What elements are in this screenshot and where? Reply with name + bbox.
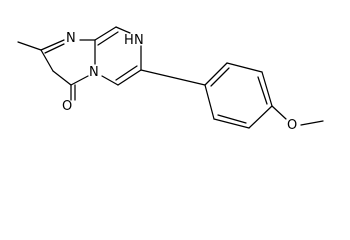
atom-labels: N N H N O O xyxy=(62,31,297,133)
bond-c6-c5-double-b xyxy=(115,65,138,81)
bond-ar1-ar2 xyxy=(204,62,228,86)
bond-c6-c5-double-a xyxy=(117,69,142,86)
atom-o-methoxy: O xyxy=(287,118,297,133)
bond-ar3-ar4-inner xyxy=(257,76,268,105)
bond-c8-nh xyxy=(115,26,131,34)
bond-ar6-ar1 xyxy=(204,84,215,120)
molecule-canvas: N N H N O O xyxy=(17,26,324,133)
bond-n4-c3 xyxy=(70,75,89,86)
bond-c6-aryl xyxy=(140,69,206,86)
bond-ar2-ar3 xyxy=(226,62,263,73)
atom-n-bridgehead: N xyxy=(89,65,99,80)
bond-c2-methyl xyxy=(17,41,42,51)
atom-n-nh: N xyxy=(134,33,144,48)
bond-c2-n-double-b xyxy=(44,43,65,54)
bond-c8a-c8-double-a xyxy=(94,26,117,41)
bond-ar1-ar2-inner xyxy=(210,67,230,87)
bond-c2-c1 xyxy=(40,49,54,72)
bond-ar4-ar5 xyxy=(248,105,273,129)
bonds xyxy=(17,26,324,129)
molecule-structure: N N H N O O xyxy=(17,26,324,133)
bond-ar5-ar6 xyxy=(213,118,250,129)
bond-ar5-ar6-inner xyxy=(217,114,247,124)
atom-o-carbonyl: O xyxy=(62,99,72,114)
bond-ar4-o xyxy=(271,105,287,120)
bond-c3-c2 xyxy=(52,70,72,86)
bond-o-methyl xyxy=(300,120,324,126)
bond-c5-n4 xyxy=(101,75,119,86)
atom-h-nh: H xyxy=(124,33,134,48)
atom-n-imidazole: N xyxy=(66,31,76,46)
bond-ar3-ar4 xyxy=(261,71,273,107)
bond-c2-n-double-a xyxy=(40,39,65,51)
bond-c8a-c8-double-b xyxy=(97,31,119,46)
